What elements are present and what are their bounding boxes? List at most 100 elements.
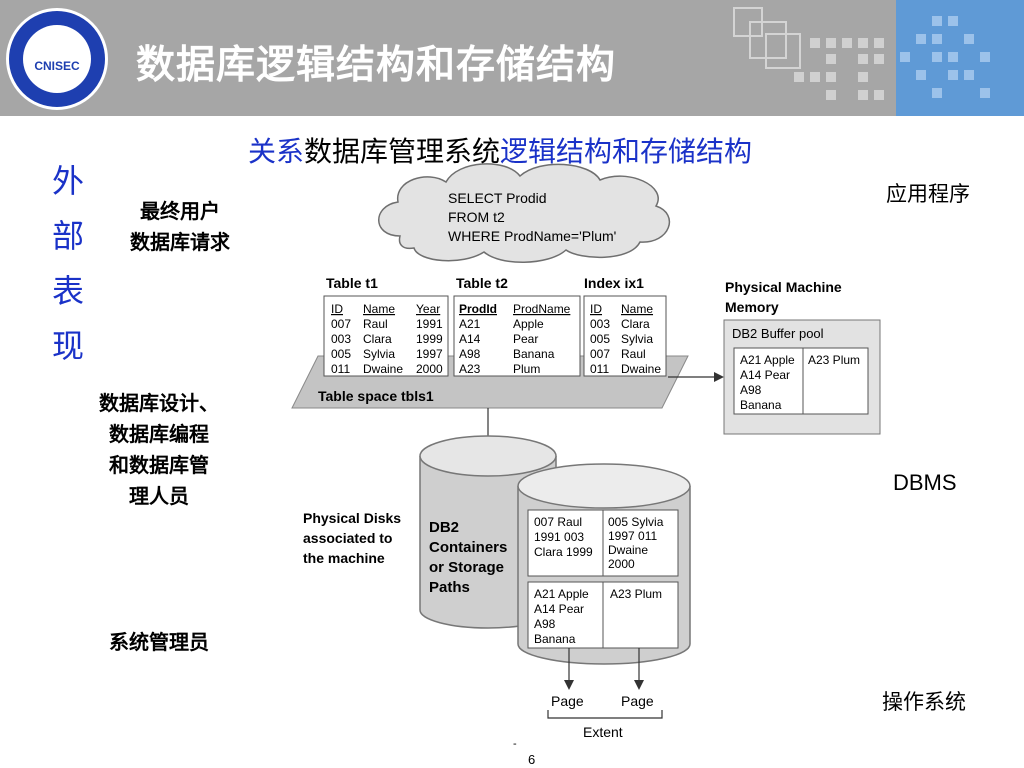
table-cell: 005 <box>590 332 610 346</box>
arrow-head <box>634 680 644 690</box>
vertical-char: 表 <box>51 272 84 310</box>
os-label: 操作系统 <box>882 690 966 714</box>
external-view-label: 外 部 表 现 <box>44 154 92 374</box>
table-cell: Clara <box>621 317 650 331</box>
table-header: ID <box>331 302 343 316</box>
subtitle-part-1: 关系 <box>248 135 305 168</box>
buffer-cell: Banana <box>740 398 782 412</box>
logo-text: CNISEC <box>34 59 80 73</box>
table-cell: 007 <box>331 317 351 331</box>
index-ix1-content: ID Name 003 Clara 005 Sylvia 007 Raul 01… <box>590 302 661 376</box>
disk-cell: 1991 003 <box>534 530 584 544</box>
disk-cell: 007 Raul <box>534 515 582 529</box>
table-cell: 1999 <box>416 332 443 346</box>
table-cell: Dwaine <box>621 362 661 376</box>
arrow-head <box>714 372 724 382</box>
sysadmin-label: 系统管理员 <box>109 630 209 654</box>
table-cell: 011 <box>331 362 350 376</box>
table-cell: Raul <box>621 347 646 361</box>
buffer-cell: A98 <box>740 383 762 397</box>
slide-subtitle: 关系数据库管理系统逻辑结构和存储结构 <box>248 130 752 170</box>
disk-cell: 1997 011 <box>608 529 657 543</box>
arrow-head <box>564 680 574 690</box>
table-cell: 003 <box>331 332 351 346</box>
disk-cell: A14 Pear <box>534 602 584 616</box>
page-number: 6 <box>528 752 536 767</box>
buffer-pool-label: DB2 Buffer pool <box>732 326 824 341</box>
disk-block-content: 007 Raul 1991 003 Clara 1999 005 Sylvia … <box>534 515 664 646</box>
subtitle-part-2: 数据库管理系统 <box>304 135 501 168</box>
table-cell: A14 <box>459 332 481 346</box>
disks-line: the machine <box>303 550 385 566</box>
page-title: 数据库逻辑结构和存储结构 <box>136 43 617 88</box>
table-cell: Pear <box>513 332 538 346</box>
decorative-squares <box>733 7 990 100</box>
sql-line-1: SELECT Prodid <box>448 190 547 206</box>
table-cell: Clara <box>363 332 392 346</box>
sql-cloud: SELECT Prodid FROM t2 WHERE ProdName='Pl… <box>378 163 671 263</box>
footer-dash: - <box>513 738 517 750</box>
table-t1-box <box>323 295 449 377</box>
tablespace-label: Table space tbls1 <box>318 388 434 404</box>
table-cell: 1997 <box>416 347 443 361</box>
table-cell: A23 <box>459 362 481 376</box>
table-cell: Dwaine <box>363 362 403 376</box>
table-header: ID <box>590 302 602 316</box>
disk-cell: A21 Apple <box>534 587 589 601</box>
table-t1-content: ID Name Year 007 Raul 1991 003 Clara 199… <box>331 302 443 376</box>
end-user-line: 数据库请求 <box>130 230 230 254</box>
table-cell: Banana <box>513 347 555 361</box>
table-cell: Raul <box>363 317 388 331</box>
designers-line: 数据库设计、 <box>99 391 219 415</box>
disk-cell: A98 <box>534 617 556 631</box>
header-bar <box>0 0 1024 116</box>
subtitle-part-3: 逻辑结构和存储结构 <box>500 135 753 168</box>
table-cell: 2000 <box>416 362 443 376</box>
containers-line: Containers <box>429 539 507 556</box>
header-accent <box>896 0 1024 116</box>
designers-line: 和数据库管 <box>109 453 209 477</box>
end-user-label: 最终用户 数据库请求 <box>110 196 250 258</box>
organization-logo: CNISEC <box>6 8 108 110</box>
table-cell: A98 <box>459 347 481 361</box>
designers-line: 理人员 <box>129 484 189 508</box>
table-header: Year <box>416 302 440 316</box>
table-t1-title: Table t1 <box>326 275 378 291</box>
extent-bracket <box>547 710 663 719</box>
application-label: 应用程序 <box>886 182 970 206</box>
table-t2-box <box>453 295 581 377</box>
table-header: Name <box>621 302 653 316</box>
table-header: ProdId <box>459 302 497 316</box>
table-cell: 007 <box>590 347 610 361</box>
disk-cell: 2000 <box>608 557 635 571</box>
table-cell: Plum <box>513 362 540 376</box>
index-ix1-box <box>583 295 667 377</box>
buffer-cell: A21 Apple <box>740 353 795 367</box>
table-cell: 1991 <box>416 317 443 331</box>
table-cell: 003 <box>590 317 610 331</box>
buffer-pool-box <box>733 347 869 415</box>
index-ix1-title: Index ix1 <box>584 275 644 291</box>
memory-title-1: Physical Machine <box>725 279 842 295</box>
table-cell: A21 <box>459 317 481 331</box>
sql-line-2: FROM t2 <box>448 209 505 225</box>
containers-label: DB2 Containers or Storage Paths <box>429 519 507 596</box>
disk-cell: Banana <box>534 632 576 646</box>
vertical-char: 现 <box>51 327 84 365</box>
disk-cell: A23 Plum <box>610 587 662 601</box>
buffer-cell: A23 Plum <box>808 353 860 367</box>
vertical-char: 部 <box>51 217 84 255</box>
disk-cell: Dwaine <box>608 543 648 557</box>
containers-line: DB2 <box>429 519 459 536</box>
memory-title-2: Memory <box>725 299 779 315</box>
page-label-2: Page <box>621 693 654 709</box>
disk-cell: Clara 1999 <box>534 545 593 559</box>
table-t2-title: Table t2 <box>456 275 508 291</box>
table-header: ProdName <box>513 302 571 316</box>
extent-label: Extent <box>583 724 623 740</box>
buffer-content: A21 Apple A14 Pear A98 Banana A23 Plum <box>740 353 860 412</box>
table-t2-content: ProdId ProdName A21 Apple A14 Pear A98 B… <box>459 302 571 376</box>
sql-line-3: WHERE ProdName='Plum' <box>448 228 616 244</box>
containers-line: Paths <box>429 579 470 596</box>
